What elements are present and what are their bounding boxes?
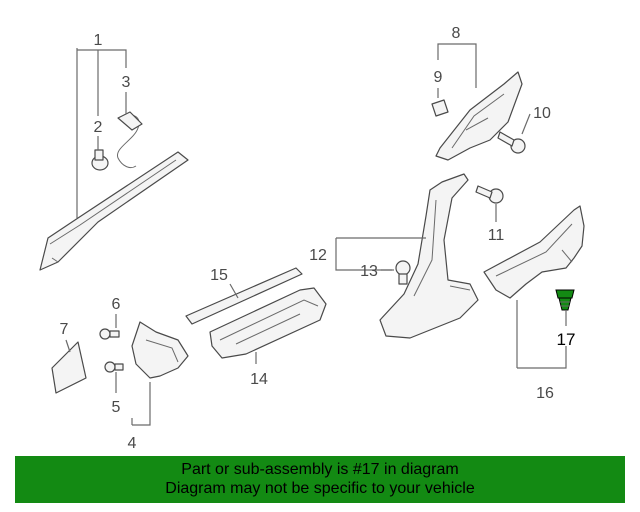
part-1-pillar-trim[interactable] — [39, 151, 189, 271]
info-banner: Part or sub-assembly is #17 in diagram D… — [15, 456, 625, 503]
part-16-quarter-trim[interactable] — [483, 205, 585, 299]
callout-5: 5 — [112, 399, 121, 416]
callout-13: 13 — [360, 263, 378, 280]
callout-4: 4 — [128, 435, 137, 452]
part-15-sill-strip[interactable] — [185, 267, 303, 325]
part-10-bolt[interactable] — [497, 131, 526, 154]
part-4-bracket[interactable] — [131, 321, 189, 379]
part-9-clip[interactable] — [431, 99, 449, 117]
callout-17: 17 — [557, 330, 576, 349]
part-5-screw[interactable] — [104, 361, 124, 373]
part-13-fastener[interactable] — [395, 260, 411, 285]
parts-diagram: 1 2 3 4 5 6 7 8 9 10 11 12 13 14 15 16 1… — [39, 25, 585, 452]
callout-1: 1 — [94, 32, 103, 49]
callout-12: 12 — [309, 247, 327, 264]
part-2-clip[interactable] — [91, 149, 109, 171]
callout-16: 16 — [536, 385, 554, 402]
callout-2: 2 — [94, 119, 103, 136]
leader-lines — [65, 43, 567, 426]
callout-11: 11 — [488, 227, 505, 244]
callout-8: 8 — [452, 25, 461, 42]
callout-14: 14 — [250, 371, 268, 388]
part-3-harness[interactable] — [117, 111, 143, 169]
callout-15: 15 — [210, 267, 228, 284]
part-11-screw[interactable] — [475, 185, 504, 204]
callout-10: 10 — [533, 105, 551, 122]
callout-6: 6 — [112, 296, 121, 313]
part-17-clip[interactable] — [555, 289, 575, 311]
callout-9: 9 — [434, 69, 443, 86]
callout-7: 7 — [60, 321, 69, 338]
part-14-scuff-plate[interactable] — [209, 287, 327, 359]
callout-3: 3 — [122, 74, 131, 91]
banner-line-disclaimer: Diagram may not be specific to your vehi… — [165, 480, 475, 497]
banner-line-part: Part or sub-assembly is #17 in diagram — [181, 461, 459, 478]
part-6-screw[interactable] — [99, 328, 120, 340]
part-12-pillar-trim[interactable] — [379, 173, 479, 339]
part-8-upper-trim[interactable] — [435, 71, 523, 161]
